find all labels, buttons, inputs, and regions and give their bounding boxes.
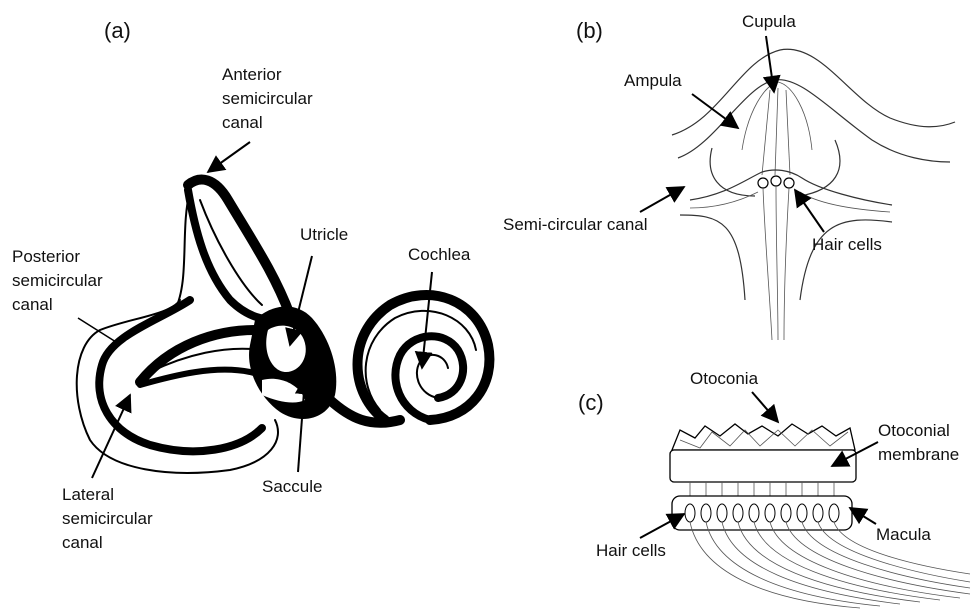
nerve-fiber-2: [776, 186, 778, 340]
ampulla-upper-wall: [672, 49, 955, 135]
canal-lower-right: [800, 220, 892, 300]
arrow-macula: [850, 508, 876, 524]
label-hair-cells-c: Hair cells: [596, 541, 666, 560]
arrow-ampula: [692, 94, 738, 128]
arrow-hair-cells-b: [795, 190, 824, 232]
label-semicircular-canal: Semi-circular canal: [503, 215, 648, 234]
ampulla-inner-wall: [678, 80, 950, 162]
nerve-fiber-3: [784, 188, 789, 340]
nerve-fiber-1: [763, 188, 772, 340]
panel-a-tag: (a): [104, 18, 131, 43]
label-anterior-canal: Anterior semicircular canal: [222, 65, 317, 132]
panel-b: (b) Cupula Ampula Semi-circular canal Ha…: [503, 12, 955, 340]
label-otoconial-membrane: Otoconial membrane: [878, 421, 959, 464]
cupula-line-2: [775, 88, 778, 175]
label-macula: Macula: [876, 525, 931, 544]
panel-a: (a) Anterior semicircular canal: [12, 18, 489, 552]
otoconia-crystals: [672, 424, 855, 450]
cochlea-core: [417, 355, 448, 398]
label-hair-cells-b: Hair cells: [812, 235, 882, 254]
label-cochlea: Cochlea: [408, 245, 471, 264]
label-utricle: Utricle: [300, 225, 348, 244]
arrow-cupula: [766, 36, 774, 92]
panel-b-tag: (b): [576, 18, 603, 43]
canal-lumen-line: [690, 192, 890, 212]
arrow-otoconia: [752, 392, 778, 422]
arrow-anterior: [208, 142, 250, 172]
hair-cell-3: [784, 178, 794, 188]
macula-layer: [672, 496, 852, 530]
label-otoconia: Otoconia: [690, 369, 759, 388]
arrow-posterior: [78, 318, 116, 342]
label-posterior-canal: Posterior semicircular canal: [12, 247, 107, 314]
panel-c-tag: (c): [578, 390, 604, 415]
hair-cell-1: [758, 178, 768, 188]
label-lateral-canal: Lateral semicircular canal: [62, 485, 157, 552]
label-cupula: Cupula: [742, 12, 796, 31]
cupula-line-3: [786, 90, 790, 175]
cupula-line-1: [762, 90, 770, 175]
label-saccule: Saccule: [262, 477, 322, 496]
panel-c: (c): [578, 369, 970, 608]
label-ampula: Ampula: [624, 71, 682, 90]
otoconial-membrane: [670, 450, 856, 482]
canal-lower-left: [680, 215, 745, 300]
hair-cell-2: [771, 176, 781, 186]
anterior-canal-thin: [200, 200, 262, 305]
arrow-cochlea: [422, 272, 432, 368]
arrow-semicircular-canal: [640, 187, 684, 212]
cochlea-inner: [395, 336, 463, 420]
